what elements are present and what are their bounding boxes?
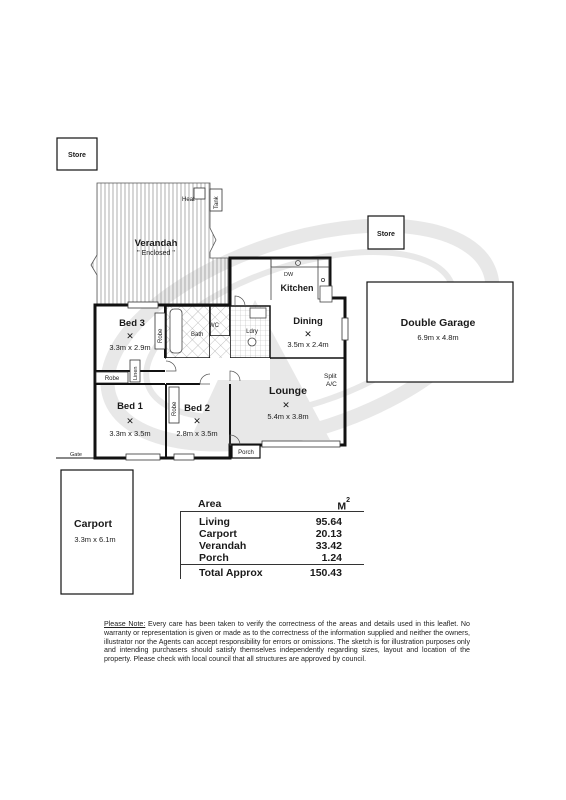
fan-icon-bed2: ✕: [193, 416, 201, 426]
bath-label: Bath: [191, 332, 203, 338]
disclaimer: Please Note: Every care has been taken t…: [104, 620, 470, 664]
garage-label: Double Garage: [401, 317, 476, 329]
area-header-label: Area: [198, 498, 222, 510]
fan-icon-lounge: ✕: [282, 400, 290, 410]
area-row-value: 20.13: [315, 528, 342, 540]
gate-label: Gate: [70, 452, 82, 458]
window-bed3: [127, 301, 159, 309]
fan-icon-bed3: ✕: [126, 331, 134, 341]
linen-label: Linen: [133, 367, 139, 380]
heat-label: Heat: [182, 197, 195, 203]
bed2-label: Bed 2: [184, 403, 210, 414]
store-box-right: [367, 215, 405, 250]
carport-size: 3.3m x 6.1m: [74, 535, 115, 544]
split-label: Split: [324, 373, 337, 380]
verandah-area: [90, 182, 229, 306]
area-row-value: 33.42: [315, 540, 342, 552]
bed2-size: 2.8m x 3.5m: [176, 429, 217, 438]
bathtub: [169, 308, 183, 354]
window-bed2: [173, 453, 195, 461]
door-swings: [165, 295, 246, 446]
area-rows: Living 95.64 Carport 20.13 Verandah 33.4…: [180, 512, 364, 564]
robe-label-bed3: Robe: [158, 328, 164, 343]
area-row: Living 95.64: [181, 516, 364, 528]
store-label-left: Store: [68, 152, 86, 159]
area-row-label: Verandah: [199, 540, 247, 552]
dw-label: DW: [284, 272, 294, 278]
area-row: Carport 20.13: [181, 528, 364, 540]
store-label-right: Store: [377, 231, 395, 238]
dining-size: 3.5m x 2.4m: [287, 340, 328, 349]
lounge-label: Lounge: [269, 385, 307, 397]
area-header-unit: M2: [337, 497, 350, 513]
laundry-drain-icon: [247, 337, 257, 347]
window-dining: [341, 317, 349, 341]
garage-size: 6.9m x 4.8m: [417, 333, 458, 342]
area-total-label: Total Approx: [199, 567, 263, 579]
porch-label: Porch: [238, 450, 254, 456]
bed3-label: Bed 3: [119, 318, 145, 329]
robe-label-bed2: Robe: [172, 401, 178, 416]
area-row: Porch 1.24: [181, 552, 364, 564]
hall-floor: [166, 358, 270, 380]
fan-icon-dining: ✕: [304, 329, 312, 339]
store-box-left: [56, 137, 98, 171]
kitchen-label: Kitchen: [280, 283, 313, 293]
robe-bed2: [168, 386, 180, 424]
area-row: Verandah 33.42: [181, 540, 364, 552]
ac-label: A/C: [326, 381, 337, 388]
heater: [193, 187, 206, 200]
window-bed1: [125, 453, 161, 461]
laundry-tub: [249, 307, 267, 319]
area-row-value: 1.24: [321, 552, 342, 564]
robe-bed3: [154, 312, 166, 350]
area-total-value: 150.43: [309, 567, 342, 579]
area-row-value: 95.64: [315, 516, 342, 528]
robe-label-hall: Robe: [105, 376, 120, 382]
area-row-label: Porch: [199, 552, 229, 564]
ldry-label: Ldry: [246, 329, 258, 335]
tank: [209, 188, 223, 212]
kitchen-bench: [319, 285, 333, 303]
bed1-size: 3.3m x 3.5m: [109, 429, 150, 438]
area-total-row: Total Approx 150.43: [180, 564, 364, 579]
carport-label: Carport: [74, 518, 112, 530]
tank-label: Tank: [214, 195, 220, 209]
area-table: Area M2 Living 95.64 Carport 20.13 Veran…: [180, 497, 364, 579]
area-row-label: Carport: [199, 528, 237, 540]
lounge-size: 5.4m x 3.8m: [267, 412, 308, 421]
window-lounge: [261, 440, 341, 448]
wc-label: WC: [209, 323, 220, 329]
area-row-label: Living: [199, 516, 230, 528]
bed1-label: Bed 1: [117, 401, 144, 412]
fan-icon-bed1: ✕: [126, 416, 134, 426]
dining-label: Dining: [293, 316, 323, 327]
verandah-label: Verandah: [135, 238, 178, 249]
disclaimer-text: Every care has been taken to verify the …: [104, 620, 470, 664]
area-table-header: Area M2: [180, 497, 364, 513]
double-garage: [366, 281, 514, 383]
verandah-sub-label: " Enclosed ": [137, 250, 175, 257]
hallway: [210, 336, 230, 358]
disclaimer-lead: Please Note:: [104, 620, 146, 628]
bed3-size: 3.3m x 2.9m: [109, 343, 150, 352]
linen-cupboard: [129, 359, 141, 383]
carport: [60, 469, 134, 595]
wc-room: [209, 305, 231, 337]
porch-area: [231, 444, 261, 459]
